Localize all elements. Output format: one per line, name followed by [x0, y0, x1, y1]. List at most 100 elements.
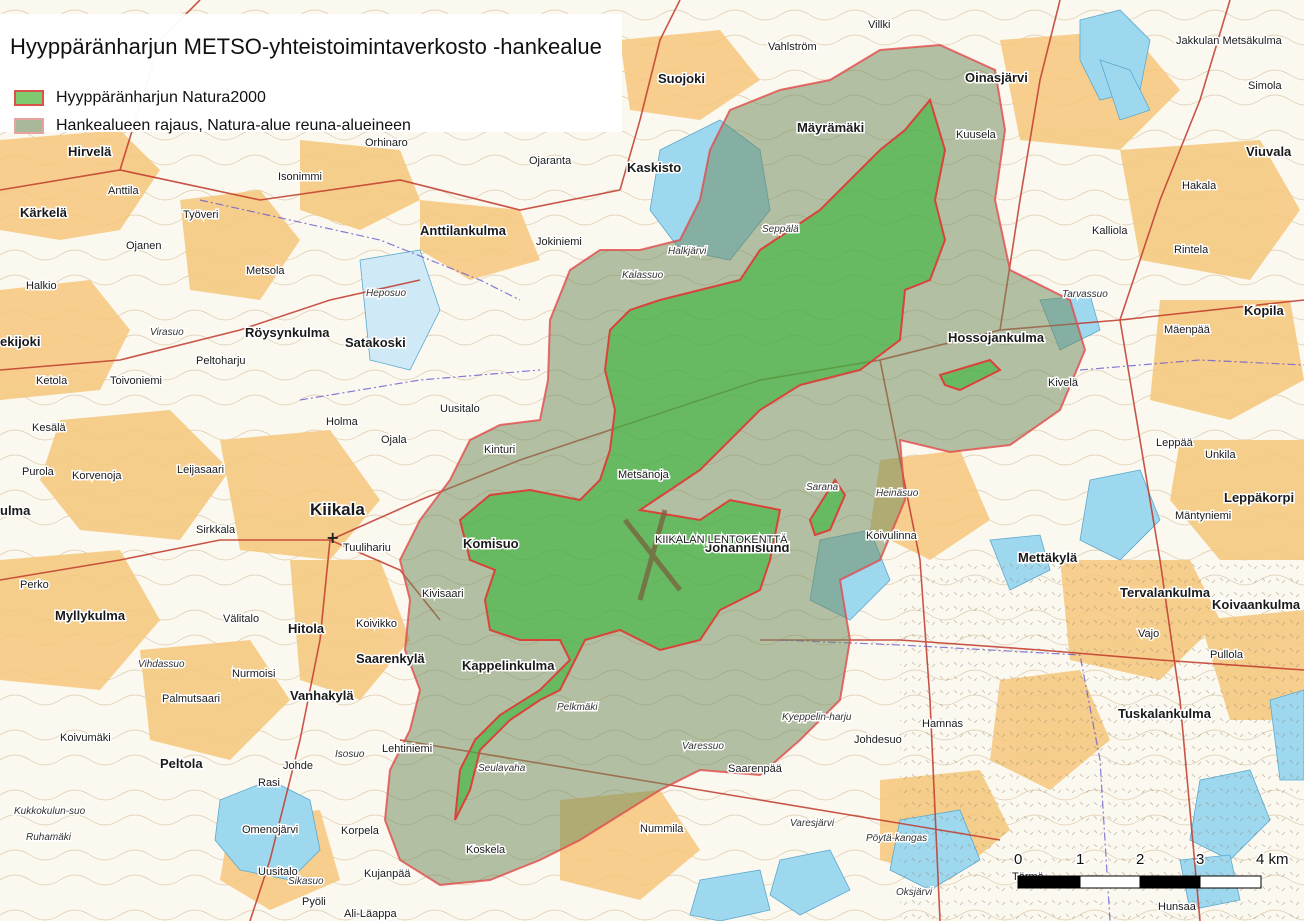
scale-seg-1	[1079, 875, 1141, 889]
label-unkila: Unkila	[1205, 449, 1236, 461]
label-metsanoja: Metsänoja	[618, 469, 670, 481]
label-pelkmaki: Pelkmäki	[557, 702, 598, 713]
label-virasuo: Virasuo	[150, 327, 184, 338]
natura2000-spur	[938, 358, 1002, 392]
label-kivisaari: Kivisaari	[422, 588, 464, 600]
label-jokiniemi: Jokiniemi	[536, 236, 582, 248]
label-leppakorpi: Leppäkorpi	[1224, 490, 1294, 505]
label-kopila: Kopila	[1244, 303, 1284, 318]
label-ekijoki: ekijoki	[0, 334, 40, 349]
label-kujanpaa: Kujanpää	[364, 868, 411, 880]
label-koivumaki: Koivumäki	[60, 732, 111, 744]
legend-label-project-area: Hankealueen rajaus, Natura-alue reuna-al…	[56, 117, 411, 134]
label-seppala: Seppälä	[762, 224, 799, 235]
legend-item-project-area: Hankealueen rajaus, Natura-alue reuna-al…	[14, 115, 411, 137]
label-tuulihariu: Tuulihariu	[343, 542, 391, 554]
label-mantyniemi: Mäntyniemi	[1175, 510, 1231, 522]
scale-label-1: 1	[1076, 851, 1084, 868]
label-rasi: Rasi	[258, 777, 280, 789]
label-kesala: Kesälä	[32, 422, 67, 434]
label-uusitalo2: Uusitalo	[258, 866, 298, 878]
label-ojala: Ojala	[381, 434, 408, 446]
label-kinturi: Kinturi	[484, 444, 515, 456]
label-simola: Simola	[1248, 80, 1283, 92]
label-halkio: Halkio	[26, 280, 57, 292]
scale-label-2: 2	[1136, 851, 1144, 868]
label-ojanen: Ojanen	[126, 240, 161, 252]
label-palmutsaari: Palmutsaari	[162, 693, 220, 705]
label-vahlstrom: Vahlström	[768, 41, 817, 53]
label-hitola: Hitola	[288, 621, 325, 636]
scale-seg-3	[1199, 875, 1262, 889]
scale-label-4: 4 km	[1256, 851, 1289, 868]
scale-seg-2	[1139, 875, 1201, 889]
label-kalassuo: Kalassuo	[622, 270, 664, 281]
legend-label-natura: Hyyppäränharjun Natura2000	[56, 89, 266, 106]
label-leijasaari: Leijasaari	[177, 464, 224, 476]
label-koivikko: Koivikko	[356, 618, 397, 630]
map-legend: Hyyppäränharjun METSO-yhteistoimintaverk…	[0, 14, 622, 134]
label-sarana: Sarana	[806, 482, 839, 493]
label-hirvela: Hirvelä	[68, 144, 112, 159]
label-anttilankulma: Anttilankulma	[420, 223, 507, 238]
legend-item-natura: Hyyppäränharjun Natura2000	[14, 87, 266, 109]
label-mettakyla: Mettäkylä	[1018, 550, 1078, 565]
kiikalan-lentokentta-airfield	[623, 509, 682, 601]
label-rintela: Rintela	[1174, 244, 1209, 256]
label-mayramaki: Mäyrämäki	[797, 120, 864, 135]
label-isosuo: Isosuo	[335, 749, 365, 760]
label-villki: Villki	[868, 19, 890, 31]
label-heinasuo: Heinäsuo	[876, 488, 919, 499]
label-sirkkala: Sirkkala	[196, 524, 236, 536]
label-perko: Perko	[20, 579, 49, 591]
omenojarvi-lake	[214, 779, 321, 881]
label-hunsaa: Hunsaa	[1158, 901, 1197, 913]
label-oksjarvi: Oksjärvi	[896, 887, 933, 898]
label-kuusela: Kuusela	[956, 129, 997, 141]
label-hakala: Hakala	[1182, 180, 1217, 192]
label-nummila: Nummila	[640, 823, 684, 835]
label-orhinaro: Orhinaro	[365, 137, 408, 149]
label-kukkokulun-suo: Kukkokulun-suo	[14, 806, 86, 817]
label-purola: Purola	[22, 466, 55, 478]
label-maenpaa: Mäenpää	[1164, 324, 1211, 336]
legend-swatch-project-area	[14, 118, 44, 134]
legend-title: Hyyppäränharjun METSO-yhteistoimintaverk…	[10, 34, 602, 59]
label-halkjarvi: Halkjärvi	[668, 246, 707, 257]
label-seulavaha: Seulavaha	[478, 763, 526, 774]
label-lehtiniemi: Lehtiniemi	[382, 743, 432, 755]
label-isonimmi: Isonimmi	[278, 171, 322, 183]
label-karkela: Kärkelä	[20, 205, 68, 220]
label-poytakangas: Pöytä-kangas	[866, 833, 927, 844]
label-kiikalan-lentokentta: KIIKALAN LENTOKENTTÄ	[655, 534, 788, 546]
legend-swatch-natura	[14, 90, 44, 106]
label-kappelinkulma: Kappelinkulma	[462, 658, 555, 673]
label-koivulinna: Koivulinna	[866, 530, 918, 542]
label-suojoki: Suojoki	[658, 71, 705, 86]
label-koskela: Koskela	[466, 844, 506, 856]
label-saarenpaa: Saarenpää	[728, 763, 783, 775]
label-kyeppelinharju: Kyeppelin-harju	[782, 712, 852, 723]
scale-label-0: 0	[1014, 851, 1022, 868]
label-johannislund: Johannislund	[705, 540, 790, 555]
label-kaskisto: Kaskisto	[627, 160, 681, 175]
label-ulma: ulma	[0, 503, 31, 518]
scale-seg-0	[1017, 875, 1081, 889]
label-kivela: Kivelä	[1048, 377, 1079, 389]
label-tervalankulma: Tervalankulma	[1120, 585, 1211, 600]
label-metsola: Metsola	[246, 265, 285, 277]
label-vihdassuo: Vihdassuo	[138, 659, 185, 670]
scale-label-3: 3	[1196, 851, 1204, 868]
natura2000-area[interactable]	[454, 97, 947, 821]
label-kalliola: Kalliola	[1092, 225, 1128, 237]
label-viuvala: Viuvala	[1246, 144, 1292, 159]
label-toivoniemi: Toivoniemi	[110, 375, 162, 387]
label-jakkulan-metsakulma: Jakkulan Metsäkulma	[1176, 35, 1283, 47]
label-ketola: Ketola	[36, 375, 68, 387]
label-anttila: Anttila	[108, 185, 139, 197]
label-saarenkyla: Saarenkylä	[356, 651, 425, 666]
label-hamnas: Hamnas	[922, 718, 963, 730]
natura2000-patch	[808, 478, 847, 537]
rocky-terrain	[900, 560, 1304, 921]
